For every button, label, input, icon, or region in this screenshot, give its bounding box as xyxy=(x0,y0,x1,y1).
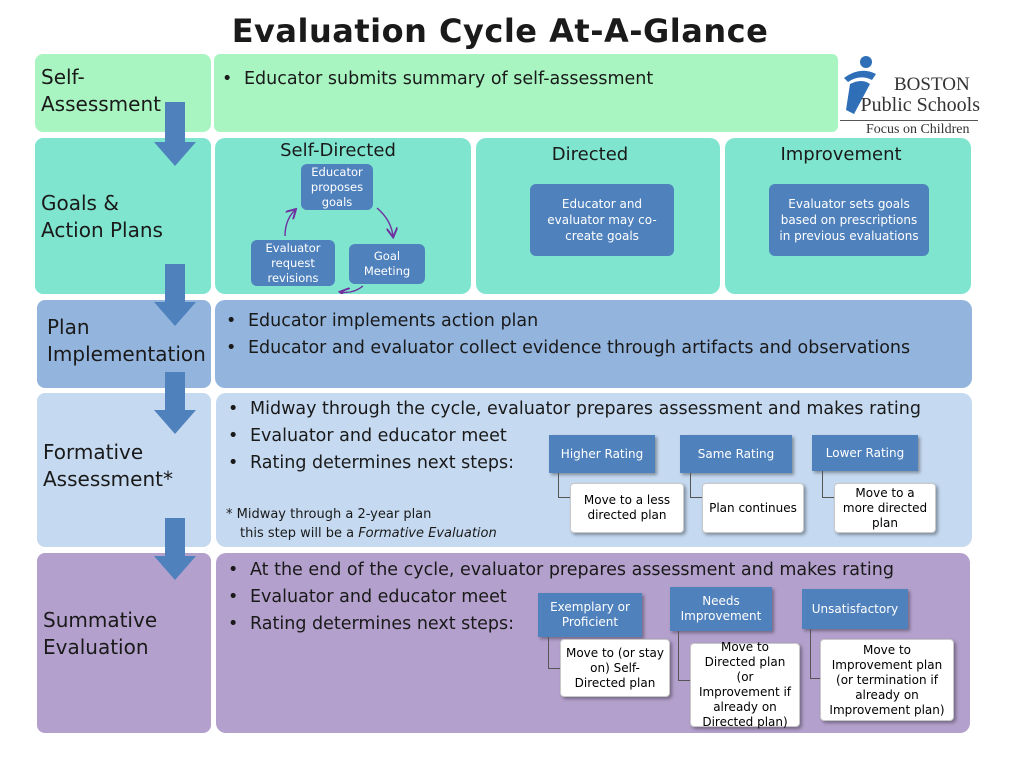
label-line: Action Plans xyxy=(41,218,163,242)
step-exemplary: Move to (or stay on) Self-Directed plan xyxy=(560,639,670,697)
bullet-item: Midway through the cycle, evaluator prep… xyxy=(220,396,972,423)
cycle-arrow xyxy=(341,285,364,292)
label-line: Implementation xyxy=(47,342,206,366)
label-self-assessment: Self- Assessment xyxy=(35,54,211,132)
rating-lower: Lower Rating xyxy=(812,435,918,471)
bullet-item: Educator and evaluator collect evidence … xyxy=(218,335,972,362)
bullet-item: Educator implements action plan xyxy=(218,308,972,335)
bullet-item: Evaluator and educator meet xyxy=(220,423,972,450)
bullet-item: Evaluator and educator meet xyxy=(220,584,970,611)
connector xyxy=(678,631,690,681)
self-directed-heading: Self-Directed xyxy=(280,140,396,161)
down-arrow-icon xyxy=(154,518,196,582)
label-line: Self- xyxy=(41,65,85,89)
cycle-box-request-revisions: Evaluator request revisions xyxy=(251,240,335,286)
cycle-box-proposes: Educator proposes goals xyxy=(301,164,373,210)
logo-figure-icon xyxy=(844,56,876,114)
cycle-arrow xyxy=(376,207,393,236)
improvement-box: Evaluator sets goals based on prescripti… xyxy=(769,184,929,256)
label-line: Summative xyxy=(43,608,158,632)
directed-panel: Directed Educator and evaluator may co-c… xyxy=(476,138,720,294)
rating-unsatisfactory: Unsatisfactory xyxy=(802,589,908,629)
label-line: Formative xyxy=(43,440,144,464)
self-assessment-panel: Educator submits summary of self-assessm… xyxy=(214,54,838,132)
footnote-emphasis: Formative Evaluation xyxy=(358,526,497,541)
formative-bullets: Midway through the cycle, evaluator prep… xyxy=(220,396,972,477)
bullet-item: At the end of the cycle, evaluator prepa… xyxy=(220,557,970,584)
step-same: Plan continues xyxy=(702,483,804,533)
page-title: Evaluation Cycle At-A-Glance xyxy=(231,12,769,50)
label-line: Assessment* xyxy=(43,467,173,491)
footnote-line: * Midway through a 2-year plan xyxy=(226,507,432,522)
improvement-heading: Improvement xyxy=(780,144,902,165)
formative-panel: Midway through the cycle, evaluator prep… xyxy=(216,393,972,547)
plan-implementation-panel: Educator implements action plan Educator… xyxy=(215,300,972,388)
connector xyxy=(810,629,820,679)
footnote-line-2: this step will be a Formative Evaluation xyxy=(226,524,497,543)
down-arrow-icon xyxy=(154,372,196,434)
rating-higher: Higher Rating xyxy=(549,435,655,473)
summative-bullets: At the end of the cycle, evaluator prepa… xyxy=(220,557,970,638)
cycle-arrows xyxy=(284,207,471,294)
step-lower: Move to a more directed plan xyxy=(834,483,936,533)
summative-panel: At the end of the cycle, evaluator prepa… xyxy=(216,553,970,733)
logo-boston: BOSTON xyxy=(894,74,970,95)
rating-exemplary: Exemplary or Proficient xyxy=(538,593,642,637)
bullet-item: Rating determines next steps: xyxy=(220,450,972,477)
self-assessment-bullets: Educator submits summary of self-assessm… xyxy=(214,66,838,93)
bullet-item: Rating determines next steps: xyxy=(220,611,970,638)
down-arrow-icon xyxy=(154,102,196,166)
label-line: Assessment xyxy=(41,92,161,116)
connector xyxy=(558,473,572,498)
step-unsatisfactory: Move to Improvement plan (or termination… xyxy=(820,639,954,721)
logo-tagline: Focus on Children xyxy=(866,122,970,137)
connector xyxy=(690,473,702,498)
step-higher: Move to a less directed plan xyxy=(570,483,684,533)
plan-bullets: Educator implements action plan Educator… xyxy=(218,308,972,362)
label-summative-evaluation: Summative Evaluation xyxy=(37,553,211,733)
footnote-text: this step will be a xyxy=(240,526,359,541)
directed-box: Educator and evaluator may co-create goa… xyxy=(530,184,674,256)
rating-needs-improvement: Needs Improvement xyxy=(670,587,772,631)
formative-footnote: * Midway through a 2-year plan this step… xyxy=(226,505,497,543)
logo-divider xyxy=(840,120,978,121)
directed-heading: Directed xyxy=(551,144,629,165)
boston-public-schools-logo: BOSTON Public Schools Focus on Children xyxy=(840,52,980,140)
label-line: Plan xyxy=(47,315,90,339)
label-line: Evaluation xyxy=(43,635,149,659)
connector xyxy=(822,471,834,498)
bullet-item: Educator submits summary of self-assessm… xyxy=(214,66,838,93)
cycle-arrow xyxy=(284,210,295,237)
label-line: Goals & xyxy=(41,191,119,215)
step-needs-improvement: Move to Directed plan (or Improvement if… xyxy=(690,640,800,729)
down-arrow-icon xyxy=(154,264,196,328)
rating-same: Same Rating xyxy=(680,435,792,473)
self-directed-panel: Self-Directed Educator proposes goals Go… xyxy=(215,138,471,294)
connector xyxy=(548,637,562,669)
improvement-panel: Improvement Evaluator sets goals based o… xyxy=(725,138,971,294)
cycle-box-goal-meeting: Goal Meeting xyxy=(349,244,425,284)
logo-public-schools: Public Schools xyxy=(860,94,980,116)
